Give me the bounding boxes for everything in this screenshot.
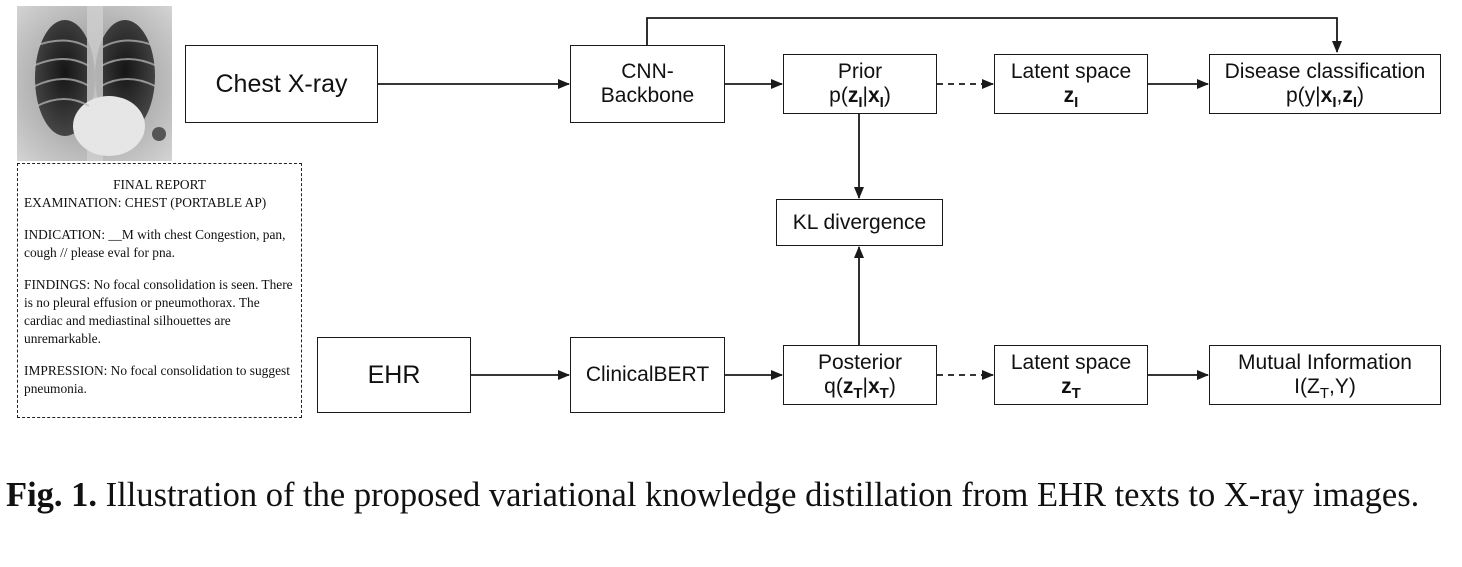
node-clinicalbert: ClinicalBERT bbox=[570, 337, 725, 413]
node-disease-formula: p(y|xI,zI) bbox=[1285, 84, 1364, 112]
node-chest-xray: Chest X-ray bbox=[185, 45, 378, 123]
node-posterior: Posterior q(zT|xT) bbox=[783, 345, 937, 405]
report-impression: IMPRESSION: No focal consolidation to su… bbox=[24, 363, 290, 396]
final-report: FINAL REPORT EXAMINATION: CHEST (PORTABL… bbox=[17, 163, 302, 418]
node-prior-title: Prior bbox=[837, 60, 883, 83]
node-mi-title: Mutual Information bbox=[1238, 351, 1412, 374]
caption-text: Illustration of the proposed variational… bbox=[105, 476, 1420, 514]
node-disease-classification: Disease classification p(y|xI,zI) bbox=[1209, 54, 1441, 114]
node-cnn-backbone: CNN- Backbone bbox=[570, 45, 725, 123]
report-findings: FINDINGS: No focal consolidation is seen… bbox=[24, 277, 293, 346]
node-kl-divergence: KL divergence bbox=[776, 199, 943, 246]
report-indication: INDICATION: __M with chest Congestion, p… bbox=[24, 227, 286, 260]
node-ehr: EHR bbox=[317, 337, 471, 413]
node-clinicalbert-label: ClinicalBERT bbox=[585, 363, 710, 386]
node-latent-space-t: Latent space zT bbox=[994, 345, 1148, 405]
edge-cnn-to-disease bbox=[646, 17, 1342, 53]
node-latent-i-formula: zI bbox=[1063, 84, 1079, 112]
node-prior-formula: p(zI|xI) bbox=[829, 84, 891, 112]
node-ehr-label: EHR bbox=[367, 361, 421, 389]
node-mutual-information: Mutual Information I(ZT,Y) bbox=[1209, 345, 1441, 405]
node-chest-xray-label: Chest X-ray bbox=[215, 70, 348, 98]
node-disease-title: Disease classification bbox=[1224, 60, 1426, 83]
chest-xray-image bbox=[17, 6, 172, 161]
node-posterior-formula: q(zT|xT) bbox=[824, 375, 896, 403]
node-prior: Prior p(zI|xI) bbox=[783, 54, 937, 114]
node-latent-i-title: Latent space bbox=[1010, 60, 1132, 83]
node-kl-label: KL divergence bbox=[792, 210, 927, 234]
node-cnn-label-line2: Backbone bbox=[600, 84, 695, 107]
report-examination: EXAMINATION: CHEST (PORTABLE AP) bbox=[24, 195, 267, 210]
node-latent-t-formula: zT bbox=[1061, 375, 1081, 403]
node-mi-formula: I(ZT,Y) bbox=[1294, 375, 1356, 403]
node-latent-space-i: Latent space zI bbox=[994, 54, 1148, 114]
node-latent-t-title: Latent space bbox=[1010, 351, 1132, 374]
figure-caption: Fig. 1. Illustration of the proposed var… bbox=[6, 472, 1456, 518]
node-cnn-label-line1: CNN- bbox=[621, 60, 674, 83]
node-posterior-title: Posterior bbox=[817, 351, 903, 374]
caption-label: Fig. 1. bbox=[6, 476, 98, 514]
report-title: FINAL REPORT bbox=[113, 177, 206, 192]
